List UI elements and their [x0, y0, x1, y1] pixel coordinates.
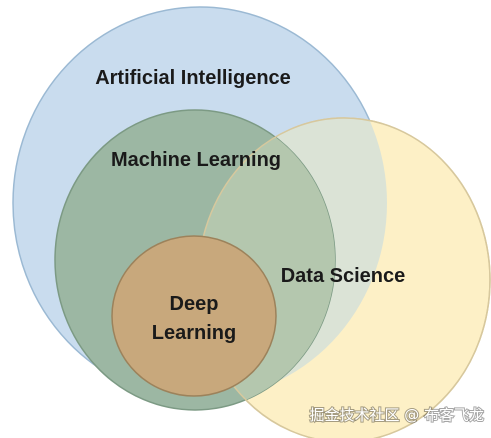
deep-learning-circle [111, 235, 277, 397]
machine-learning-label: Machine Learning [111, 149, 281, 171]
deep-learning-label-line1: Deep [170, 293, 219, 315]
artificial-intelligence-label: Artificial Intelligence [95, 67, 291, 89]
watermark-text: 掘金技术社区 @ 布客飞龙 [309, 406, 484, 424]
data-science-label: Data Science [281, 265, 406, 287]
deep-learning-label-line2: Learning [152, 322, 236, 344]
